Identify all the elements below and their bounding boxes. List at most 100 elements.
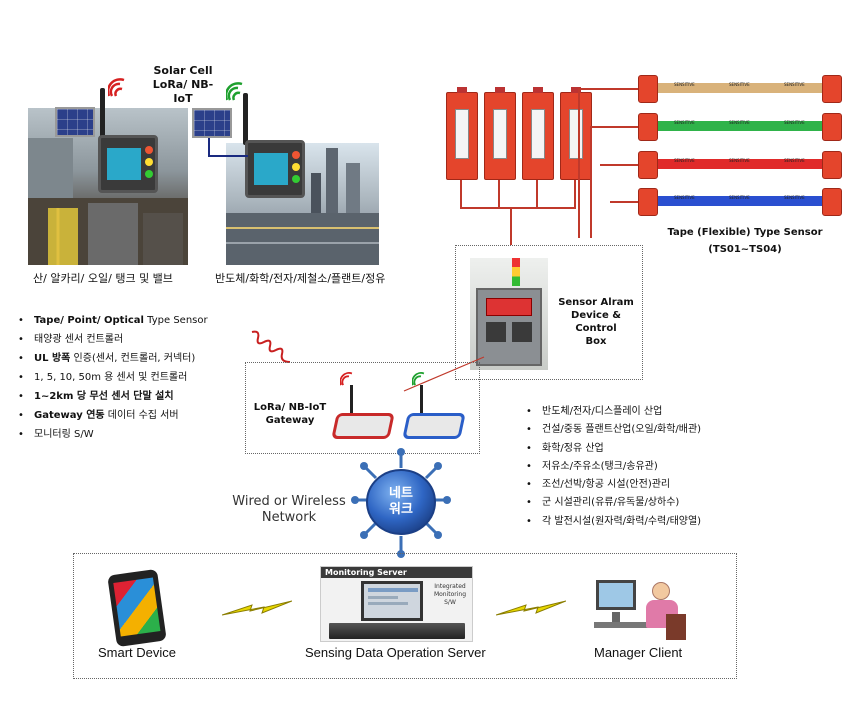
feature-item: 1~2km 당 무선 센서 단말 설치 <box>18 387 208 406</box>
wireless-wave-icon <box>251 330 291 363</box>
application-list: 반도체/전자/디스플레이 산업 건설/중동 플랜트산업(오일/화학/배관) 화학… <box>526 403 701 531</box>
feature-list: Tape/ Point/ Optical Type Sensor 태양광 센서 … <box>18 311 208 444</box>
feature-item: 태양광 센서 컨트롤러 <box>18 330 208 349</box>
network-label-line2: Network <box>261 510 317 525</box>
wireless-signal-icon-green <box>412 372 425 386</box>
manager-client-label: Manager Client <box>594 645 683 660</box>
tape-sensor-strip-text: SENSITIVE <box>674 82 695 87</box>
controller-left <box>98 135 158 193</box>
feature-item: Gateway 연동 데이터 수집 서버 <box>18 406 208 425</box>
point-sensor-box <box>446 87 478 180</box>
point-sensor-box <box>484 87 516 180</box>
tape-sensor-model: (TS01~TS04) <box>708 244 782 255</box>
tank-site-caption: 산/ 알카리/ 오일/ 탱크 및 밸브 <box>33 272 173 285</box>
controller-right <box>245 140 305 198</box>
control-box-frame <box>455 245 643 380</box>
panel-wire-right-h <box>208 155 248 157</box>
application-item: 군 시설관리(유류/유독물/상하수) <box>526 494 701 513</box>
feature-item: Tape/ Point/ Optical Type Sensor <box>18 311 208 330</box>
gateway-antenna-left <box>350 385 353 417</box>
lightning-link-icon-left <box>222 600 292 616</box>
tape-sensor-strip-text: SENSITIVE <box>729 82 750 87</box>
sensor-trunk-wire <box>510 207 512 245</box>
application-item: 각 발전시설(원자력/화력/수력/태양열) <box>526 513 701 532</box>
tape-sensor-strip-text: SENSITIVE <box>784 195 805 200</box>
tape-wire-h <box>578 88 638 90</box>
control-box-label-line1: Sensor Alram <box>558 297 634 308</box>
monitoring-server-panel: Monitoring Server Integrated Monitoring … <box>320 566 473 642</box>
tape-sensor-connector <box>638 188 658 216</box>
wireless-signal-icon-red <box>108 78 125 97</box>
tape-sensor-title: Tape (Flexible) Type Sensor <box>667 227 823 238</box>
wireless-signal-icon-red <box>340 372 353 386</box>
network-label-line1: Wired or Wireless <box>232 494 346 509</box>
server-monitor <box>361 581 423 621</box>
gateway-device-right <box>402 413 466 439</box>
sensor-wire <box>498 180 500 208</box>
gateway-antenna-right <box>420 385 423 417</box>
antenna-left <box>100 88 105 140</box>
tape-sensor-strip-text: SENSITIVE <box>729 195 750 200</box>
server-screen-caption: Integrated Monitoring S/W <box>429 583 471 607</box>
plant-site-caption: 반도체/화학/전자/제철소/플랜트/정유 <box>215 272 386 285</box>
solar-cell-label: Solar Cell LoRa/ NB-IoT <box>148 64 218 106</box>
feature-item: 1, 5, 10, 50m 용 센서 및 컨트롤러 <box>18 368 208 387</box>
point-sensor-box <box>522 87 554 180</box>
network-hub-text: 네트 워크 <box>371 486 431 518</box>
network-hub-text-line2: 워크 <box>389 502 413 517</box>
tape-sensor-connector <box>822 188 842 216</box>
control-box-label-line3: Box <box>585 336 607 347</box>
antenna-right <box>243 93 248 145</box>
tape-sensor-strip-text: SENSITIVE <box>729 120 750 125</box>
tape-sensor-strip: SENSITIVE SENSITIVE SENSITIVE <box>656 195 826 206</box>
solar-cell-title: Solar Cell <box>153 64 213 77</box>
tape-wire-h <box>610 201 638 203</box>
wireless-signal-icon-green <box>226 82 243 101</box>
tape-wire-v <box>590 126 592 238</box>
bottom-system-frame <box>73 553 737 679</box>
server-screen-line1: Integrated <box>434 583 466 590</box>
manager-client-icon <box>594 574 688 642</box>
gateway-device-left <box>331 413 395 439</box>
solar-lora-title: LoRa/ NB-IoT <box>152 78 214 105</box>
tape-sensor-connector <box>638 113 658 141</box>
feature-item: 모니터링 S/W <box>18 425 208 444</box>
lightning-link-icon-right <box>496 600 566 616</box>
tape-wire-h <box>590 126 638 128</box>
sensor-wire <box>460 180 462 208</box>
tape-sensor-strip: SENSITIVE SENSITIVE SENSITIVE <box>656 82 826 93</box>
panel-wire-right <box>208 138 210 156</box>
application-item: 화학/정유 산업 <box>526 440 701 459</box>
solar-panel-right <box>192 108 232 138</box>
tape-sensor-strip-text: SENSITIVE <box>674 158 695 163</box>
tape-sensor-strip-text: SENSITIVE <box>784 120 805 125</box>
tape-sensor-connector <box>822 113 842 141</box>
control-box-label-line2: Device & Control <box>571 310 621 334</box>
smart-device-label: Smart Device <box>98 645 177 660</box>
monitoring-server-header: Monitoring Server <box>321 567 472 578</box>
smartphone-icon <box>107 568 167 648</box>
application-item: 조선/선박/항공 시설(안전)관리 <box>526 476 701 495</box>
server-label: Sensing Data Operation Server <box>305 645 486 660</box>
server-rack <box>329 623 465 639</box>
gateway-subtitle: Gateway <box>265 415 315 426</box>
gateway-label: LoRa/ NB-IoT Gateway <box>250 401 330 427</box>
tape-sensor-label: Tape (Flexible) Type Sensor (TS01~TS04) <box>665 226 825 257</box>
sensor-bus-wire <box>460 207 576 209</box>
application-item: 반도체/전자/디스플레이 산업 <box>526 403 701 422</box>
tape-sensor-strip-text: SENSITIVE <box>674 195 695 200</box>
gateway-title: LoRa/ NB-IoT <box>253 402 327 413</box>
tape-sensor-connector <box>822 151 842 179</box>
tape-sensor-strip-text: SENSITIVE <box>784 82 805 87</box>
network-hub-icon <box>351 448 451 558</box>
point-sensor-box <box>560 87 592 180</box>
tape-sensor-connector <box>638 151 658 179</box>
tape-sensor-connector <box>638 75 658 103</box>
sensor-wire <box>574 180 576 208</box>
feature-item: UL 방폭 인증(센서, 컨트롤러, 커넥터) <box>18 349 208 368</box>
application-item: 저유소/주유소(탱크/송유관) <box>526 458 701 477</box>
solar-panel-left <box>55 107 95 137</box>
control-box-label: Sensor Alram Device & Control Box <box>553 296 639 348</box>
